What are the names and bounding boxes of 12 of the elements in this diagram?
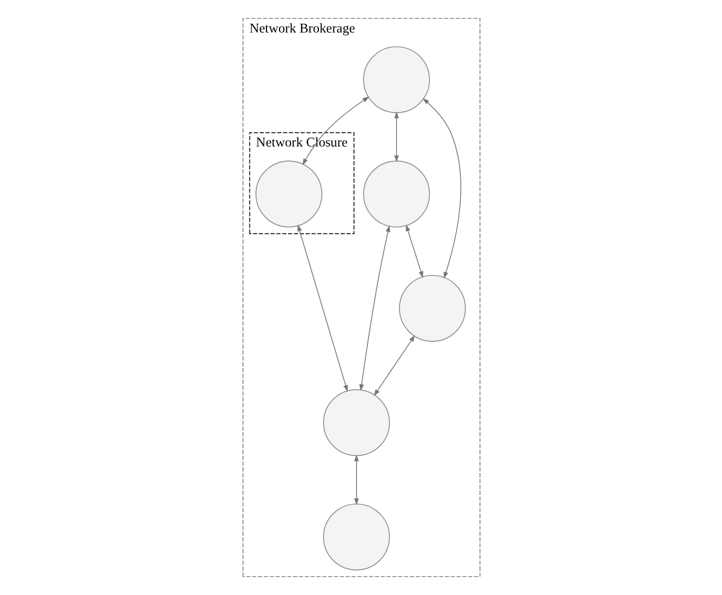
arrow — [302, 96, 369, 166]
node-network — [362, 160, 430, 228]
arrow — [358, 225, 390, 391]
arrow — [405, 224, 423, 278]
arrow — [296, 224, 348, 392]
cluster: Network Closure — [248, 132, 354, 234]
node-network — [322, 504, 390, 570]
arrow — [373, 335, 414, 396]
arrow — [394, 112, 398, 162]
arrow — [422, 98, 461, 279]
node-network — [255, 160, 322, 228]
arrow — [354, 454, 358, 506]
